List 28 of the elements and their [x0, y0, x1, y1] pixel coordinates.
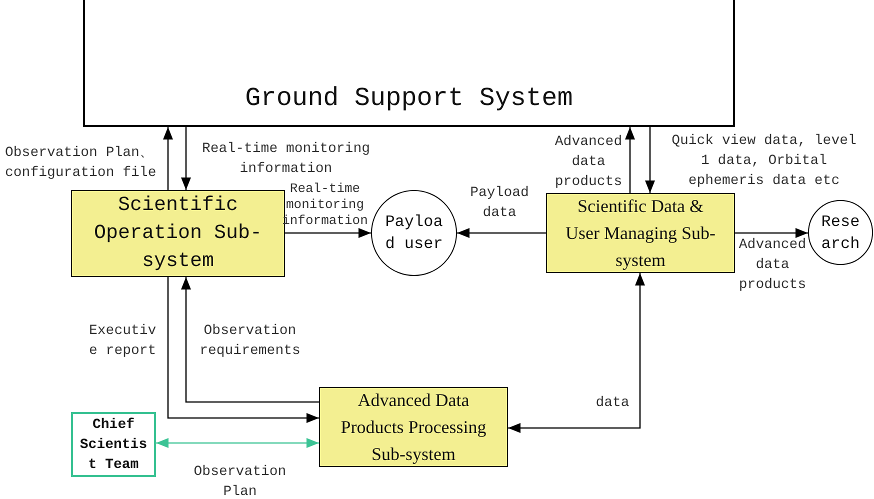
edge-label: Observation Plan: [192, 463, 288, 499]
arrow: [167, 277, 319, 423]
arrow: [285, 228, 371, 238]
edge-label: data: [594, 394, 630, 413]
user-circle: Research: [808, 200, 873, 265]
team-box: Chief Scientist Team: [71, 412, 156, 477]
process-box: Scientific Data & User Managing Sub-system: [546, 193, 735, 273]
edge-label: Observation requirements: [198, 322, 302, 361]
edge-label: Payload data: [469, 184, 530, 223]
edge-label: Executive report: [89, 322, 158, 361]
arrow: [181, 277, 319, 403]
system-frame: Ground Support System: [83, 0, 735, 127]
arrow: [508, 273, 645, 433]
arrow: [181, 127, 191, 190]
edge-label: Observation Plan、configuration file: [5, 144, 158, 183]
edge-label: Quick view data, level 1 data, Orbital ephemeris data etc: [670, 132, 858, 191]
arrow: [625, 127, 635, 193]
process-box: Advanced Data Products Processing Sub-system: [319, 387, 508, 467]
edge-label: Advanced data products: [738, 236, 808, 295]
arrow: [735, 228, 808, 238]
process-box: Scientific Operation Sub-system: [71, 190, 285, 277]
arrow: [645, 127, 655, 193]
arrow: [457, 228, 546, 238]
edge-label: Advanced data products: [554, 133, 624, 192]
edge-label: Real-time monitoring information: [200, 140, 372, 179]
arrow: [156, 438, 319, 448]
user-circle: Payload user: [371, 190, 457, 276]
arrow: [163, 127, 173, 190]
